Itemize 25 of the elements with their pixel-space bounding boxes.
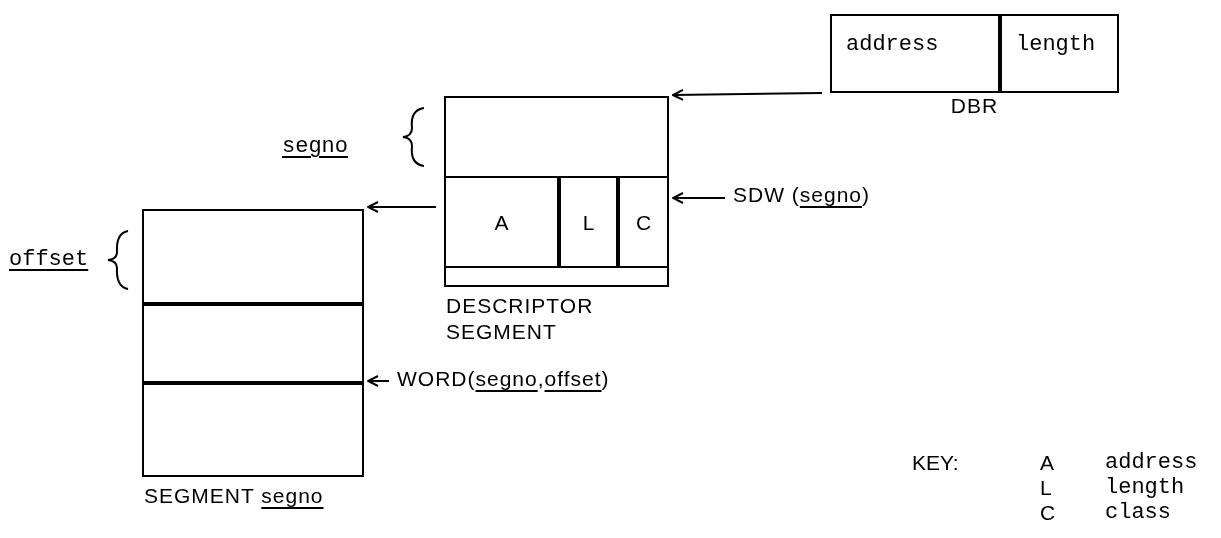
field-label: A xyxy=(494,211,509,233)
key-label: KEY: xyxy=(912,452,959,473)
key-label: L xyxy=(1040,477,1052,498)
field-label: address xyxy=(846,34,939,56)
segment-row xyxy=(142,304,364,383)
field-label: C xyxy=(635,211,652,233)
key-label: A xyxy=(1040,452,1054,473)
variable-label: segno xyxy=(282,136,348,158)
key-label: length xyxy=(1105,477,1185,499)
key-label: address xyxy=(1105,452,1198,474)
arrow xyxy=(672,88,823,101)
arrow xyxy=(367,201,437,213)
pointer-label: WORD(segno,offset) xyxy=(397,367,610,390)
pointer-label: SDW (segno) xyxy=(733,183,871,206)
segment-label: SEGMENT segno xyxy=(144,483,325,509)
descriptor-field xyxy=(559,176,618,268)
field-label: length xyxy=(1016,34,1096,56)
arrow xyxy=(367,375,390,387)
variable-label: offset xyxy=(9,249,89,271)
arrow xyxy=(672,192,726,204)
segment-label: DESCRIPTOR SEGMENT xyxy=(446,293,595,345)
field-label: L xyxy=(582,211,595,233)
register-label: DBR xyxy=(949,95,1000,116)
key-label: C xyxy=(1040,502,1056,523)
key-label: class xyxy=(1105,502,1171,524)
